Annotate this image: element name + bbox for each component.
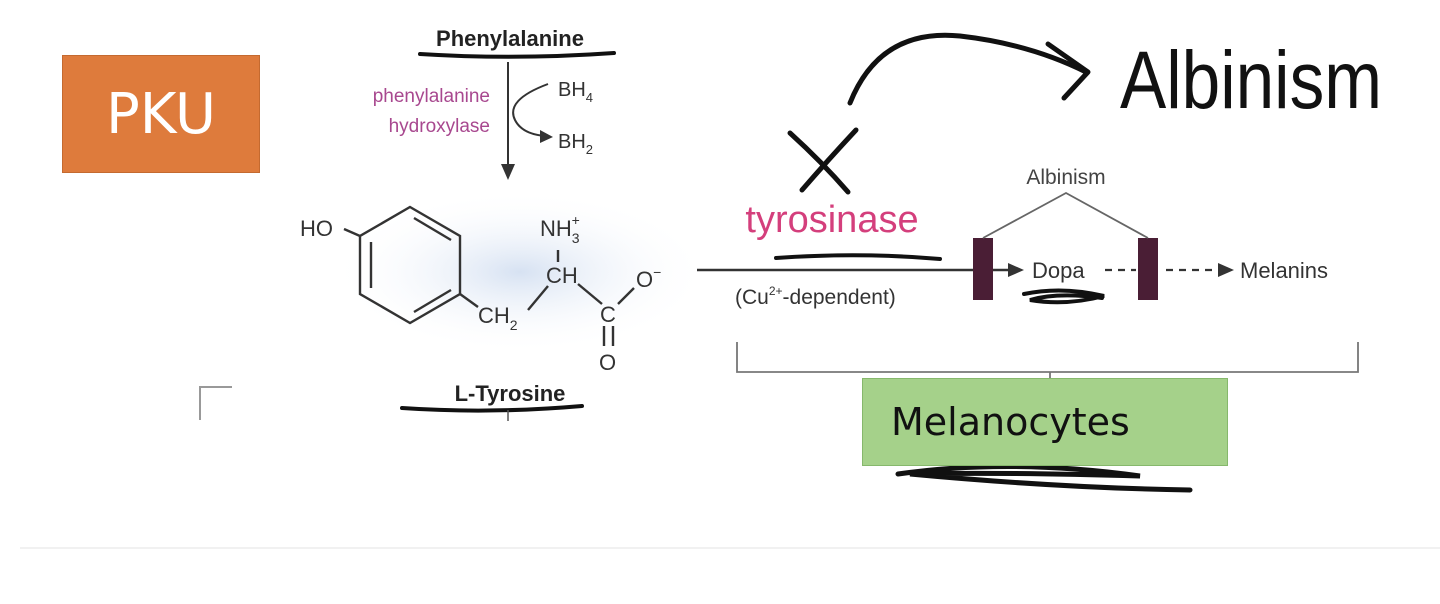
carbonyl-o-label: O (599, 350, 616, 375)
melanocytes-bracket (736, 342, 1359, 373)
phenylalanine-label: Phenylalanine (436, 26, 584, 51)
tyrosine-label: L-Tyrosine (455, 381, 566, 406)
bond-c-ominus (617, 287, 635, 305)
enzyme-block-bar-1 (973, 238, 993, 300)
melanocytes-box: Melanocytes (862, 378, 1228, 466)
dopa-scribble (1022, 288, 1105, 305)
bh4-label: BH4 (558, 79, 593, 105)
bh2-label: BH2 (558, 131, 593, 157)
tyrosinase-underline (774, 253, 942, 261)
albinism-bracket (982, 191, 1149, 239)
melanocytes-scribble (895, 464, 1193, 493)
ring-double-bond-3 (413, 288, 452, 314)
corner-mark (199, 386, 232, 420)
enzyme-label-line2: hydroxylase (389, 116, 490, 137)
tyrosine-structure (343, 205, 635, 346)
ch2-label: CH2 (478, 303, 518, 333)
nh3-label: NH3+ (540, 212, 580, 246)
dopa-label: Dopa (1032, 258, 1085, 283)
cofactor-curve (512, 83, 549, 137)
tyrosine-underline (400, 404, 584, 413)
ominus-label: O− (636, 264, 661, 292)
melanins-arrowhead (1218, 263, 1234, 277)
cofactor-arrowhead (540, 130, 553, 143)
carbonyl-c-label: C (600, 302, 616, 327)
hydroxylation-arrowhead (501, 164, 515, 180)
albinism-small-label: Albinism (1026, 166, 1105, 189)
ch-label: CH (546, 263, 578, 288)
block-cross-stroke-1 (787, 130, 851, 195)
phenylalanine-underline (418, 51, 616, 59)
albinism-handwritten-label: Albinism (1120, 35, 1382, 126)
ho-label: HO (300, 216, 333, 241)
bond-ch-c (577, 283, 603, 305)
handwritten-arrow (847, 32, 1089, 106)
bond-ho-ring (343, 227, 361, 238)
bond-ring-ch2 (459, 293, 479, 308)
melanocytes-label: Melanocytes (891, 400, 1130, 444)
copper-dependent-label: (Cu2+-dependent) (735, 284, 896, 309)
enzyme-label-line1: phenylalanine (373, 86, 490, 107)
bond-ch2-ch (527, 285, 549, 311)
tyrosinase-reaction-arrowhead (1008, 263, 1024, 277)
tyrosinase-label: tyrosinase (745, 199, 918, 241)
melanins-label: Melanins (1240, 258, 1328, 283)
handwritten-arrowhead (1045, 41, 1091, 101)
pku-label: PKU (106, 81, 216, 147)
pku-box: PKU (62, 55, 260, 173)
block-cross-stroke-2 (799, 127, 859, 193)
ring-double-bond-2 (413, 216, 452, 242)
enzyme-block-bar-2 (1138, 238, 1158, 300)
